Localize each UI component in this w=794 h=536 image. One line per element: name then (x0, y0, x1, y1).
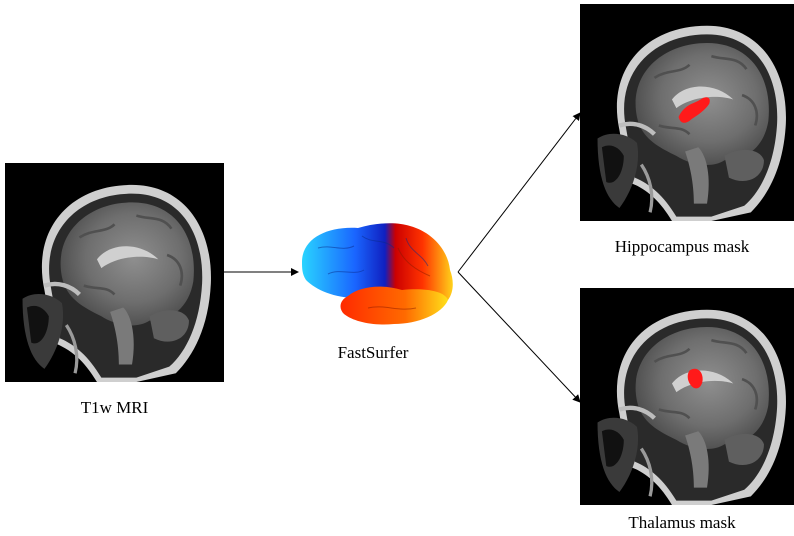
arrow-model-to-thalamus (458, 272, 580, 402)
arrow-model-to-hippocampus (458, 113, 580, 272)
